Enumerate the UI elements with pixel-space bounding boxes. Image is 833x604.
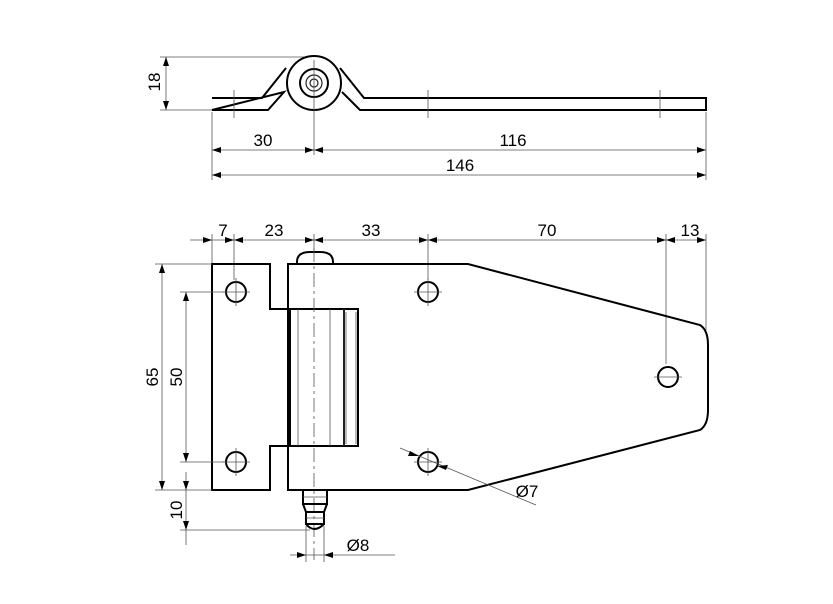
dim-23: 23: [265, 221, 284, 240]
dim-146: 146: [446, 156, 474, 175]
grease-nipple: [302, 489, 328, 530]
dim-7: 7: [218, 221, 227, 240]
dim-10: 10: [167, 501, 186, 520]
dim-33: 33: [362, 221, 381, 240]
front-view: 7 23 33 70 13: [143, 221, 709, 562]
left-leaf: [211, 263, 289, 491]
dim-dia-8: Ø8: [347, 536, 370, 555]
dim-50: 50: [167, 368, 186, 387]
dim-116: 116: [499, 131, 526, 150]
top-view: 18 30 116 146: [145, 55, 707, 180]
dim-65: 65: [143, 368, 162, 387]
dim-dia-7: Ø7: [516, 482, 539, 501]
top-plate-outline: [211, 67, 707, 111]
right-leaf: [287, 263, 709, 491]
dim-height-18: 18: [145, 73, 164, 92]
pin-cap: [296, 251, 334, 264]
dim-30: 30: [254, 131, 273, 150]
dim-13: 13: [681, 221, 700, 240]
dim-70: 70: [538, 221, 557, 240]
